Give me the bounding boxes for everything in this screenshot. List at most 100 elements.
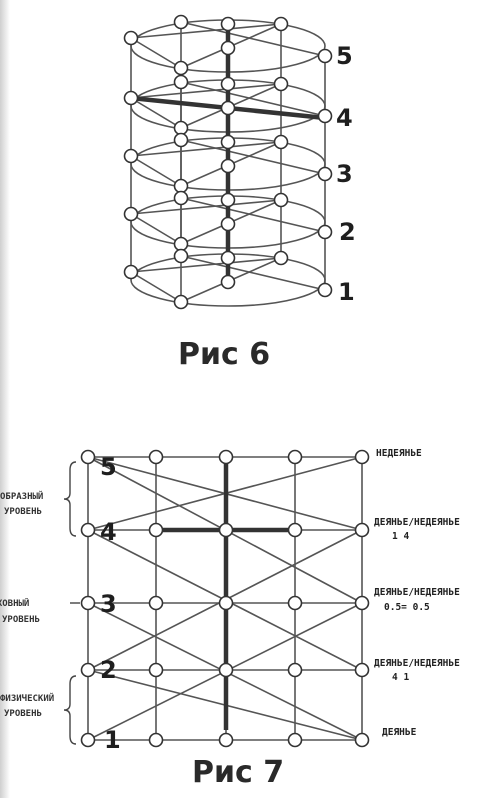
fig6-node (173, 60, 189, 76)
fig7-bracket-obraz (63, 461, 77, 537)
fig6-chord (130, 199, 282, 215)
fig7-node (354, 732, 370, 748)
fig6-chord (180, 81, 326, 117)
fig7-level-1-number: 1 (104, 726, 121, 754)
fig6-chord (130, 271, 182, 303)
fig7-right-label-3: ДЕЯНЬЕ/НЕДЕЯНЬЕ (374, 587, 460, 598)
fig6-node (173, 120, 189, 136)
fig7-right-label-2-ratio: 4 1 (392, 672, 410, 683)
fig6-node (317, 48, 333, 64)
fig7-node (80, 449, 96, 465)
figure-7-flat-lattice (63, 449, 370, 748)
fig6-node (123, 148, 139, 164)
fig7-left-label-duh-line1: ДУХОВНЫЙ (0, 599, 30, 609)
fig7-node (354, 449, 370, 465)
fig6-node (220, 40, 236, 56)
fig6-node (317, 224, 333, 240)
fig7-node (148, 732, 164, 748)
fig7-left-label-obraz-line1: ОБРАЗНЫЙ (0, 492, 44, 502)
fig6-node (123, 30, 139, 46)
fig7-level-5-number: 5 (100, 453, 117, 481)
fig7-node (218, 522, 234, 538)
fig6-node (273, 16, 289, 32)
fig6-node (220, 216, 236, 232)
fig7-node (287, 449, 303, 465)
fig6-node (123, 264, 139, 280)
fig7-node (148, 522, 164, 538)
fig6-level-3-number: 3 (336, 160, 353, 188)
fig6-chord (180, 139, 326, 175)
fig6-node (123, 206, 139, 222)
fig6-node (273, 76, 289, 92)
fig7-node (80, 732, 96, 748)
figure-6-caption: Рис 6 (178, 337, 271, 372)
fig6-node (220, 100, 236, 116)
fig6-node (173, 178, 189, 194)
fig7-node (218, 732, 234, 748)
fig7-node (218, 449, 234, 465)
page-edge-shadow (0, 0, 10, 798)
fig7-node (80, 662, 96, 678)
fig6-level-2-number: 2 (339, 218, 356, 246)
fig6-node (220, 134, 236, 150)
fig7-node (287, 732, 303, 748)
fig7-right-label-5: НЕДЕЯНЬЕ (376, 448, 422, 459)
fig6-node (317, 282, 333, 298)
fig7-node (218, 595, 234, 611)
fig6-chord (180, 21, 326, 57)
fig7-node (354, 522, 370, 538)
fig7-left-label-phys-line1: ФИЗИЧЕСКИЙ (0, 694, 55, 704)
fig6-chord (130, 213, 182, 245)
fig6-node (173, 132, 189, 148)
fig7-right-label-3-ratio: 0.5= 0.5 (384, 602, 430, 613)
fig6-chord (130, 83, 282, 99)
fig7-left-label-phys-line2: УРОВЕНЬ (4, 709, 42, 719)
fig6-chord (130, 97, 182, 129)
fig6-chord (130, 257, 282, 273)
fig6-node (273, 250, 289, 266)
fig7-level-3-number: 3 (100, 590, 117, 618)
figure-7-caption: Рис 7 (192, 755, 285, 790)
fig7-node (287, 662, 303, 678)
fig6-node (220, 158, 236, 174)
fig6-node (317, 166, 333, 182)
fig6-node (173, 294, 189, 310)
fig6-node (220, 250, 236, 266)
fig6-node (220, 274, 236, 290)
fig7-node (287, 595, 303, 611)
fig7-node (148, 595, 164, 611)
fig6-node (317, 108, 333, 124)
fig6-node (220, 192, 236, 208)
fig6-level-4-number: 4 (336, 104, 353, 132)
fig7-node (148, 662, 164, 678)
fig7-node (354, 595, 370, 611)
fig7-left-label-obraz-line2: УРОВЕНЬ (4, 507, 42, 517)
fig7-node (80, 522, 96, 538)
fig6-chord (180, 197, 326, 233)
fig7-right-label-2: ДЕЯНЬЕ/НЕДЕЯНЬЕ (374, 658, 460, 669)
fig7-node (287, 522, 303, 538)
fig7-node (354, 662, 370, 678)
fig7-right-label-1: ДЕЯНЬЕ (382, 727, 417, 738)
fig6-node (220, 76, 236, 92)
fig7-left-label-duh-line2: УРОВЕНЬ (2, 615, 40, 625)
fig6-node (220, 16, 236, 32)
fig7-right-label-4: ДЕЯНЬЕ/НЕДЕЯНЬЕ (374, 517, 460, 528)
fig7-level-4-number: 4 (100, 518, 117, 546)
fig7-level-2-number: 2 (100, 656, 117, 684)
fig6-node (273, 192, 289, 208)
fig6-level-5-number: 5 (336, 42, 353, 70)
fig6-node (173, 248, 189, 264)
fig6-node (173, 236, 189, 252)
figure-6-cylinder-lattice (123, 14, 333, 310)
fig6-node (173, 190, 189, 206)
fig7-bracket-phys (63, 675, 77, 745)
fig7-right-label-4-ratio: 1 4 (392, 531, 410, 542)
fig6-chord (130, 155, 182, 187)
fig7-node (80, 595, 96, 611)
fig6-chord (130, 37, 182, 69)
fig6-node (173, 14, 189, 30)
fig6-level-1-number: 1 (338, 278, 355, 306)
fig6-node (123, 90, 139, 106)
fig6-chord (130, 23, 282, 39)
